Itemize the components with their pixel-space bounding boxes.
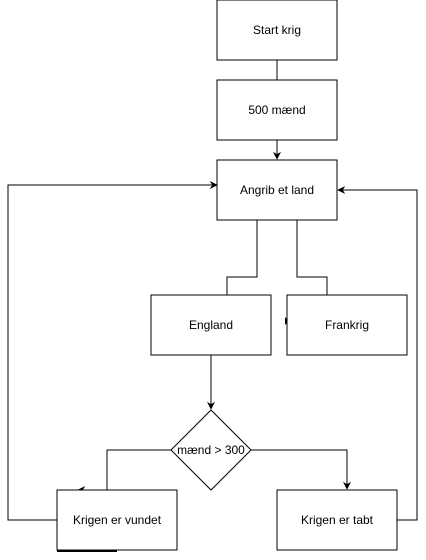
node-decision-diamond xyxy=(170,409,252,491)
node-start-label: Start krig xyxy=(253,23,301,37)
node-won: Krigen er vundet xyxy=(56,489,178,551)
node-decision: mænd > 300 xyxy=(170,409,252,491)
node-start-box xyxy=(216,0,338,61)
node-attack: Angrib et land xyxy=(216,159,338,221)
node-won-box xyxy=(56,489,178,551)
node-france: Frankrig xyxy=(286,294,408,356)
connectors xyxy=(7,60,418,552)
node-won-label: Krigen er vundet xyxy=(73,513,162,527)
node-england-label: England xyxy=(189,318,233,332)
node-attack-box xyxy=(216,159,338,221)
node-start: Start krig xyxy=(216,0,338,61)
node-men-label: 500 mænd xyxy=(248,103,305,117)
edge-attack-to-france xyxy=(296,220,328,295)
node-men-box xyxy=(216,79,338,141)
node-france-box xyxy=(286,294,408,356)
edge-decision-to-won xyxy=(77,449,171,494)
node-england-box xyxy=(150,294,272,356)
edge-won-back-to-attack xyxy=(7,181,218,521)
edge-attack-to-england xyxy=(226,220,258,295)
node-lost-box xyxy=(276,489,398,551)
node-england: England xyxy=(150,294,272,356)
node-lost: Krigen er tabt xyxy=(276,489,398,551)
node-france-label: Frankrig xyxy=(325,318,369,332)
edge-lost-back-to-attack xyxy=(337,186,418,521)
node-men: 500 mænd xyxy=(216,79,338,141)
node-lost-label: Krigen er tabt xyxy=(301,513,374,527)
edge-decision-to-lost xyxy=(251,449,351,490)
node-decision-label: mænd > 300 xyxy=(177,443,245,457)
node-attack-label: Angrib et land xyxy=(240,183,314,197)
